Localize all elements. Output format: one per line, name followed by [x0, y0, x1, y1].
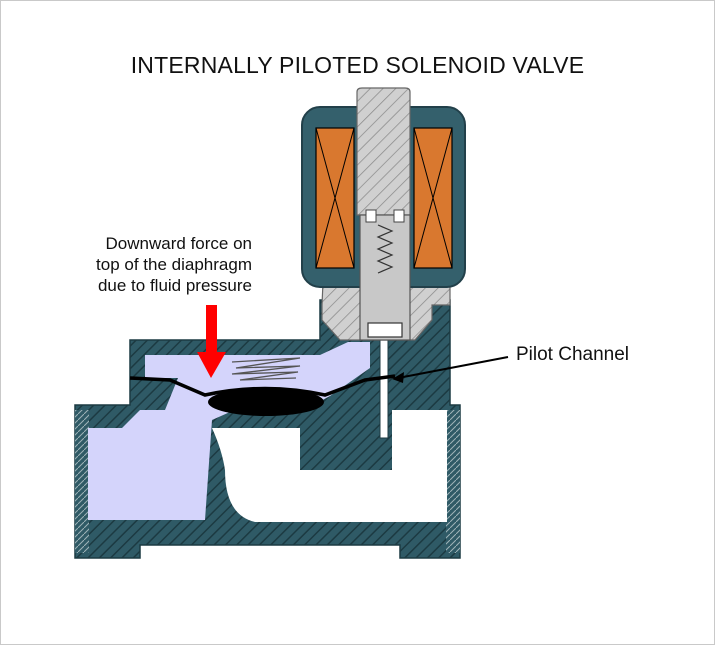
- inlet-thread: [75, 410, 89, 553]
- force-annotation-line-3: due to fluid pressure: [97, 276, 252, 295]
- plunger: [359, 209, 411, 341]
- pilot-seal: [367, 322, 403, 338]
- fixed-core: [356, 87, 411, 216]
- pilot-channel: [379, 339, 389, 439]
- force-annotation-line-1: Downward force on: [105, 234, 252, 253]
- diaphragm: [129, 374, 396, 416]
- outlet-thread: [446, 410, 460, 553]
- force-annotation-line-2: top of the diaphragm: [96, 255, 252, 274]
- diagram-title: INTERNALLY PILOTED SOLENOID VALVE: [130, 52, 585, 78]
- plunger-spring: [376, 224, 394, 274]
- fluid-region: [88, 339, 447, 522]
- pilot-channel-leader: [392, 356, 509, 383]
- pilot-channel-label: Pilot Channel: [516, 344, 630, 365]
- force-arrow: [197, 305, 226, 378]
- force-annotation: Downward force on top of the diaphragm d…: [52, 233, 252, 296]
- diaphragm-spring: [231, 357, 301, 381]
- solenoid-coil: [301, 106, 466, 288]
